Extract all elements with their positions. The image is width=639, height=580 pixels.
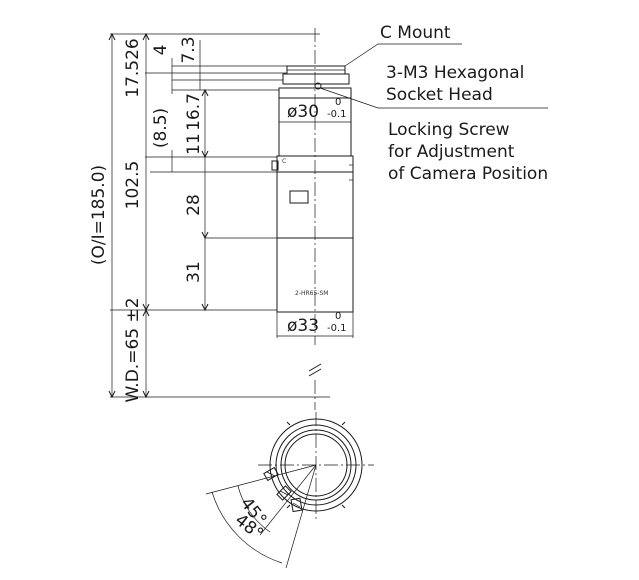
callout-locking-2: for Adjustment xyxy=(388,142,515,162)
lens-end-view: 45° 48° xyxy=(205,412,374,569)
dim-4: 4 xyxy=(151,45,171,56)
vertical-dim-labels: (O/I=185.0) 17.526 102.5 W.D.=65 ±2 4 7.… xyxy=(89,36,204,402)
screw-mark: C xyxy=(282,158,286,165)
callout-c-mount: C Mount xyxy=(380,23,451,43)
c-mount-leader xyxy=(344,43,462,67)
callout-locking-1: Locking Screw xyxy=(388,120,510,140)
adjustment-slot xyxy=(289,190,309,204)
dia-lower: ø33 xyxy=(287,316,319,336)
lens-side-view: C 2-HR65-SM xyxy=(271,28,354,410)
angle-ray-3 xyxy=(285,464,317,569)
vertical-dimensions xyxy=(108,32,209,399)
lower-body xyxy=(276,237,354,313)
dim-28: 28 xyxy=(184,194,204,216)
screw-3 xyxy=(290,497,303,513)
dia-lower-tol-top: 0 xyxy=(335,311,341,322)
mount-flange xyxy=(282,73,350,85)
extension-lines xyxy=(110,33,330,398)
callouts: C Mount 3-M3 Hexagonal Socket Head Locki… xyxy=(319,23,548,184)
angle-ray-2 xyxy=(259,464,317,536)
dia-upper: ø30 xyxy=(287,102,319,122)
hex-socket-screw xyxy=(314,82,322,90)
dia-lower-tol-bottom: -0.1 xyxy=(327,323,347,334)
angle-ray-1 xyxy=(205,464,317,495)
callout-socket-head-1: 3-M3 Hexagonal xyxy=(386,63,524,83)
dim-oi: (O/I=185.0) xyxy=(89,165,109,265)
dim-16-7: 16.7 xyxy=(184,93,204,131)
angle-arc-45 xyxy=(237,485,271,533)
dim-17-526: 17.526 xyxy=(123,38,143,97)
dim-7-3: 7.3 xyxy=(179,36,199,63)
screw-2 xyxy=(276,485,292,501)
break-mark-1 xyxy=(308,363,322,372)
dim-31: 31 xyxy=(184,261,204,283)
dia-upper-tol-bottom: -0.1 xyxy=(327,109,347,120)
dia-upper-tol-top: 0 xyxy=(335,97,341,108)
dim-8-5: (8.5) xyxy=(151,108,171,148)
screw-1 xyxy=(263,466,279,482)
model-text: 2-HR65-SM xyxy=(295,290,328,297)
locking-screw xyxy=(271,160,279,171)
socket-head-leader xyxy=(319,87,548,109)
diameter-dimensions: ø30 0 -0.1 ø33 0 -0.1 xyxy=(276,97,354,338)
callout-locking-3: of Camera Position xyxy=(388,164,548,184)
break-mark-2 xyxy=(308,368,322,377)
callout-socket-head-2: Socket Head xyxy=(386,85,493,105)
angle-arc-48 xyxy=(211,491,283,564)
dim-wd: W.D.=65 ±2 xyxy=(123,297,143,402)
dim-11: 11 xyxy=(184,133,204,155)
dim-102-5: 102.5 xyxy=(123,161,143,210)
